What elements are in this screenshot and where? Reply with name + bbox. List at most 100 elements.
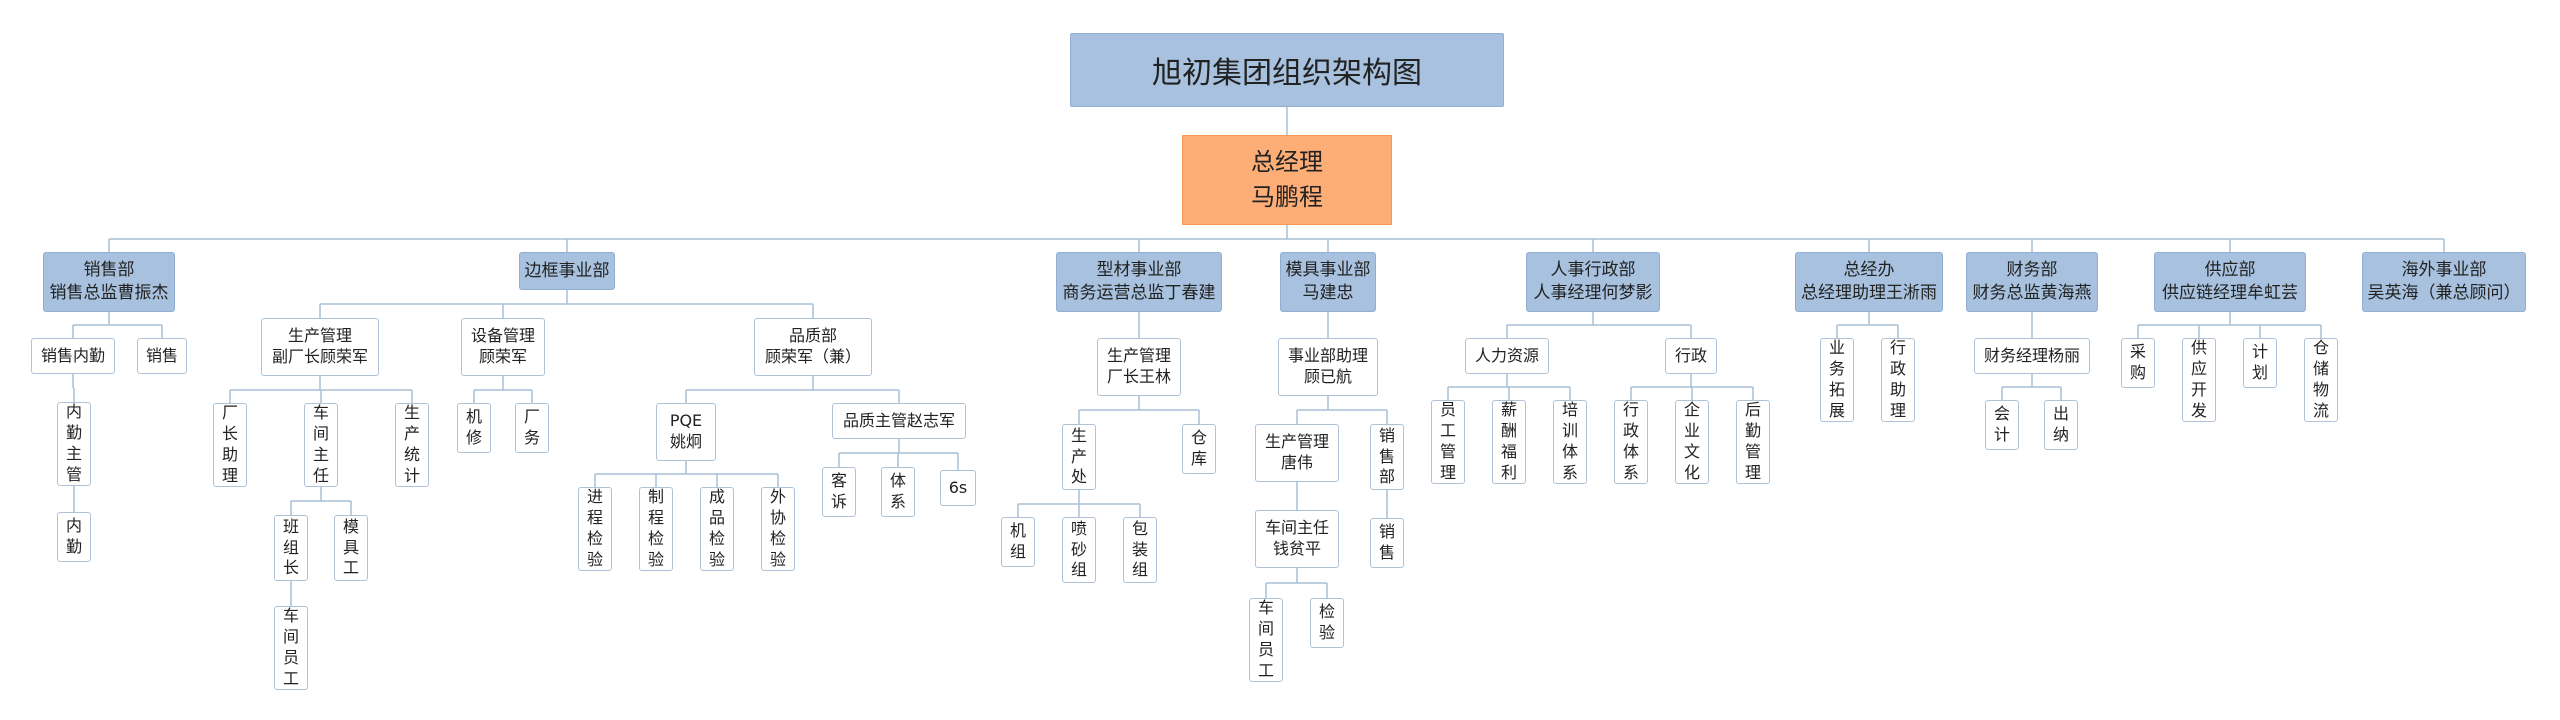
unit-label: 生 产 统 计 — [403, 403, 420, 485]
unit-label: 员 工 管 理 — [1439, 400, 1456, 482]
unit-label: 生产管理 厂长王林 — [1106, 346, 1171, 386]
dept-sales: 销售部 销售总监曹振杰 — [43, 252, 175, 312]
unit-quality-supervisor: 品质主管赵志军 — [832, 403, 966, 439]
unit-mold-worker: 模 具 工 — [334, 515, 368, 581]
dept-label: 人事行政部 人事经理何梦影 — [1533, 260, 1653, 303]
unit-payroll-benefits: 薪 酬 福 利 — [1492, 400, 1526, 484]
unit-label: 厂 长 助 理 — [221, 403, 238, 485]
unit-label: 设备管理 顾荣军 — [470, 326, 535, 366]
unit-training-system: 培 训 体 系 — [1553, 400, 1587, 484]
unit-label: 班 组 长 — [282, 516, 299, 578]
unit-label: 客 诉 — [830, 471, 847, 511]
unit-packing-group: 包 装 组 — [1123, 517, 1157, 583]
unit-label: 生 产 处 — [1070, 425, 1087, 487]
unit-label: 生产管理 副厂长顾荣军 — [271, 326, 368, 366]
unit-frame-production: 生产管理 副厂长顾荣军 — [261, 318, 379, 376]
unit-label: 人力资源 — [1474, 345, 1539, 365]
dept-overseas: 海外事业部 吴英海（兼总顾问） — [2362, 252, 2526, 312]
general-manager-box: 总经理 马鹏程 — [1182, 135, 1392, 225]
unit-label: 车 间 员 工 — [1257, 598, 1274, 680]
unit-sandblast-group: 喷 砂 组 — [1062, 517, 1096, 583]
unit-label: 企 业 文 化 — [1683, 400, 1700, 482]
unit-label: 车间主任 钱贫平 — [1264, 518, 1329, 558]
unit-label: 内 勤 主 管 — [65, 402, 82, 484]
unit-mold-sales-dept: 销 售 部 — [1370, 424, 1404, 490]
unit-warehouse: 仓 库 — [1182, 424, 1216, 474]
unit-sales-inner-staff: 内 勤 — [57, 512, 91, 562]
unit-label: 包 装 组 — [1131, 518, 1148, 580]
unit-label: 出 纳 — [2052, 404, 2069, 444]
unit-cashier: 出 纳 — [2044, 400, 2078, 450]
unit-label: 品质主管赵志军 — [842, 410, 955, 430]
dept-finance: 财务部 财务总监黄海燕 — [1966, 252, 2098, 312]
dept-supply: 供应部 供应链经理牟虹芸 — [2154, 252, 2306, 312]
unit-plant-affairs: 厂 务 — [515, 403, 549, 453]
unit-production-stats: 生 产 统 计 — [395, 403, 429, 487]
unit-accountant: 会 计 — [1985, 400, 2019, 450]
unit-mold-inspection: 检 验 — [1310, 598, 1344, 648]
unit-finance-manager: 财务经理杨丽 — [1974, 338, 2090, 374]
unit-label: 计 划 — [2251, 342, 2268, 382]
unit-mold-workshop-worker: 车 间 员 工 — [1249, 598, 1283, 682]
dept-label: 边框事业部 — [524, 260, 610, 281]
unit-label: 机 修 — [465, 407, 482, 447]
chart-title-text: 旭初集团组织架构图 — [1152, 56, 1422, 91]
unit-system: 体 系 — [881, 467, 915, 517]
unit-label: 外 协 检 验 — [769, 487, 786, 569]
unit-division-assistant: 事业部助理 顾已航 — [1278, 338, 1378, 396]
dept-hr: 人事行政部 人事经理何梦影 — [1526, 252, 1660, 312]
dept-label: 海外事业部 吴英海（兼总顾问） — [2367, 260, 2521, 303]
unit-workshop-director: 车 间 主 任 — [304, 403, 338, 487]
unit-workshop-worker: 车 间 员 工 — [274, 606, 308, 690]
unit-inprocess-inspection: 制 程 检 验 — [639, 487, 673, 571]
unit-label: 内 勤 — [65, 516, 82, 556]
dept-label: 模具事业部 马建忠 — [1285, 260, 1371, 303]
unit-planning: 计 划 — [2243, 338, 2277, 388]
unit-label: 业 务 拓 展 — [1828, 338, 1845, 420]
unit-pqe: PQE 姚炯 — [656, 403, 716, 461]
unit-logistics-management: 后 勤 管 理 — [1736, 400, 1770, 484]
unit-label: 车 间 主 任 — [312, 403, 329, 485]
unit-machine-repair: 机 修 — [457, 403, 491, 453]
unit-label: PQE 姚炯 — [669, 411, 703, 451]
unit-team-leader: 班 组 长 — [274, 515, 308, 581]
unit-process-inspection: 进 程 检 验 — [578, 487, 612, 571]
unit-finished-inspection: 成 品 检 验 — [700, 487, 734, 571]
unit-label: 成 品 检 验 — [708, 487, 725, 569]
unit-mold-workshop-director: 车间主任 钱贫平 — [1255, 510, 1339, 568]
unit-label: 体 系 — [889, 471, 906, 511]
dept-profile: 型材事业部 商务运营总监丁春建 — [1056, 252, 1222, 312]
unit-plant-assistant: 厂 长 助 理 — [213, 403, 247, 487]
unit-profile-production: 生产管理 厂长王林 — [1097, 338, 1181, 396]
unit-machine-group: 机 组 — [1001, 517, 1035, 567]
unit-label: 销售 — [145, 345, 178, 365]
unit-label: 供 应 开 发 — [2190, 338, 2207, 420]
unit-production-office: 生 产 处 — [1062, 424, 1096, 490]
unit-6s: 6s — [940, 470, 976, 506]
unit-warehouse-logistics: 仓 储 物 流 — [2304, 338, 2338, 422]
unit-corporate-culture: 企 业 文 化 — [1675, 400, 1709, 484]
unit-label: 销 售 — [1378, 522, 1395, 562]
unit-label: 品质部 顾荣军（兼） — [764, 326, 861, 366]
unit-administration: 行政 — [1665, 338, 1717, 374]
chart-title: 旭初集团组织架构图 — [1070, 33, 1504, 107]
unit-label: 模 具 工 — [342, 516, 359, 578]
dept-label: 财务部 财务总监黄海燕 — [1972, 260, 2092, 303]
unit-admin-assistant: 行 政 助 理 — [1881, 338, 1915, 422]
unit-label: 事业部助理 顾已航 — [1287, 346, 1368, 386]
unit-label: 销 售 部 — [1378, 425, 1395, 487]
unit-label: 行政 — [1674, 345, 1707, 365]
unit-label: 后 勤 管 理 — [1744, 400, 1761, 482]
unit-label: 薪 酬 福 利 — [1500, 400, 1517, 482]
unit-label: 行 政 体 系 — [1622, 400, 1639, 482]
unit-purchasing: 采 购 — [2121, 338, 2155, 388]
unit-human-resources: 人力资源 — [1465, 338, 1549, 374]
unit-label: 财务经理杨丽 — [1983, 345, 2080, 365]
dept-mold: 模具事业部 马建忠 — [1280, 252, 1376, 312]
unit-label: 会 计 — [1993, 404, 2010, 444]
unit-supply-development: 供 应 开 发 — [2182, 338, 2216, 422]
general-manager-text: 总经理 马鹏程 — [1251, 148, 1323, 211]
unit-label: 机 组 — [1009, 521, 1026, 561]
